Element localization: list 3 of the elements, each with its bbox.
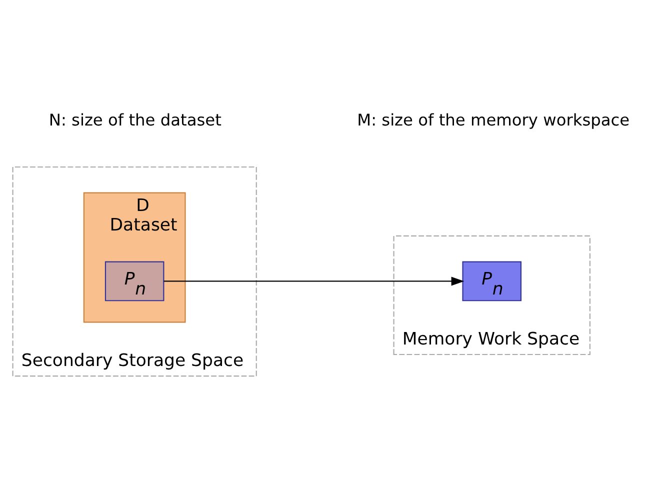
- label: M: size of the memory workspace: [357, 110, 630, 129]
- label: N: size of the dataset: [48, 110, 222, 129]
- arrow: [164, 276, 464, 286]
